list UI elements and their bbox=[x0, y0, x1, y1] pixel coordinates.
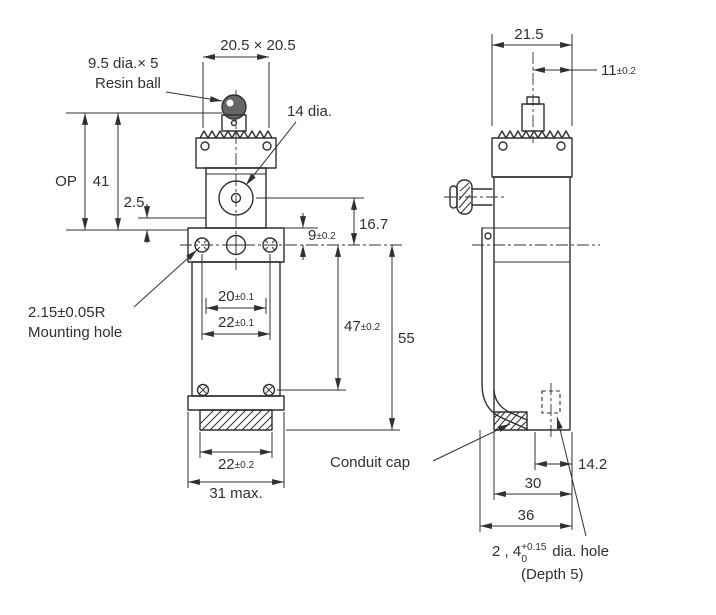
head-screw-right bbox=[262, 141, 272, 151]
side-view-object bbox=[444, 52, 600, 440]
ext-head-width bbox=[202, 62, 270, 128]
head-screw-left bbox=[200, 141, 210, 151]
side-view-dimensions: 21.5 11±0.2 Conduit cap 14.2 30 36 2 , 4… bbox=[330, 26, 636, 583]
side-head bbox=[491, 137, 573, 178]
ext-31 bbox=[187, 412, 285, 488]
conduit-cap-leader bbox=[432, 423, 511, 462]
dim-2-5-text: 2.5 bbox=[124, 194, 145, 211]
dim-9-text: 9±0.2 bbox=[308, 227, 336, 244]
ball-leader bbox=[165, 91, 223, 103]
dia14-text: 14 dia. bbox=[287, 103, 332, 120]
side-body bbox=[493, 176, 571, 431]
dim-31-text: 31 max. bbox=[209, 485, 262, 502]
side-body-joints bbox=[482, 227, 570, 263]
side-head-screw-right bbox=[556, 141, 566, 151]
dim-22-text: 22±0.1 bbox=[218, 314, 255, 331]
hole-note-leader bbox=[556, 416, 587, 537]
front-view-dimensions: 20.5 × 20.5 9.5 dia.× 5 Resin ball 14 di… bbox=[28, 37, 415, 502]
dim-21-5-text: 21.5 bbox=[514, 26, 543, 43]
conduit-hatch bbox=[199, 409, 273, 431]
bracket-pivot bbox=[484, 232, 492, 240]
ext-22-bottom bbox=[199, 432, 273, 458]
ext-21-5 bbox=[491, 34, 573, 126]
mounting-hole-left bbox=[194, 237, 210, 253]
conduit bbox=[199, 409, 273, 431]
lever-bracket-inner bbox=[493, 389, 528, 421]
dim-47-text: 47±0.2 bbox=[344, 318, 381, 335]
head-circle-14dia bbox=[218, 180, 254, 216]
ext-22 bbox=[201, 254, 271, 340]
conduit-cap-label: Conduit cap bbox=[330, 454, 410, 471]
dim-op-text: OP bbox=[55, 173, 77, 190]
side-plunger bbox=[521, 103, 545, 132]
side-head-bellows bbox=[497, 130, 571, 139]
body bbox=[191, 261, 281, 397]
dim-11-text: 11±0.2 bbox=[601, 62, 636, 79]
knob-hatch bbox=[458, 182, 472, 214]
center-screw-cross bbox=[226, 235, 246, 255]
mounting-hole-right bbox=[262, 237, 278, 253]
dim-20-text: 20±0.1 bbox=[218, 288, 255, 305]
op-reference-lines bbox=[66, 112, 222, 231]
mounting-hole-label: Mounting hole bbox=[28, 324, 122, 341]
ball-note-line2: Resin ball bbox=[95, 75, 161, 92]
knob-stem bbox=[471, 188, 493, 206]
dim-16-7-text: 16.7 bbox=[359, 216, 388, 233]
ball-note-line1: 9.5 dia.× 5 bbox=[88, 55, 158, 72]
front-view-object bbox=[180, 90, 402, 431]
plunger-dot bbox=[230, 119, 238, 127]
lever-bracket-outer bbox=[481, 227, 528, 430]
dia14-leader bbox=[245, 121, 297, 186]
mounting-hole-leader bbox=[133, 249, 198, 308]
dim-30-text: 30 bbox=[525, 475, 542, 492]
side-head-screw-left bbox=[498, 141, 508, 151]
plunger-block bbox=[221, 114, 247, 132]
dim-22-bottom-text: 22±0.2 bbox=[218, 456, 255, 473]
dim-14-2-text: 14.2 bbox=[578, 456, 607, 473]
mounting-hole-radius-text: 2.15±0.05R bbox=[28, 304, 106, 321]
dim-55-text: 55 bbox=[398, 330, 415, 347]
hidden-hole bbox=[541, 390, 561, 414]
bottom-plate bbox=[187, 395, 285, 411]
head-bellows bbox=[199, 130, 273, 139]
mounting-hole-knurl bbox=[196, 239, 276, 251]
dim-36-text: 36 bbox=[518, 507, 535, 524]
ball-highlight bbox=[226, 99, 234, 107]
conduit-cap-hatch bbox=[493, 411, 528, 431]
dim-41-text: 41 bbox=[93, 173, 110, 190]
bottom-screw-crosses bbox=[198, 385, 274, 395]
side-knob-cap bbox=[449, 185, 458, 209]
dim-head-width-text: 20.5 × 20.5 bbox=[220, 37, 295, 54]
head-circle-inner bbox=[230, 192, 242, 204]
hole-depth-text: (Depth 5) bbox=[521, 566, 584, 583]
